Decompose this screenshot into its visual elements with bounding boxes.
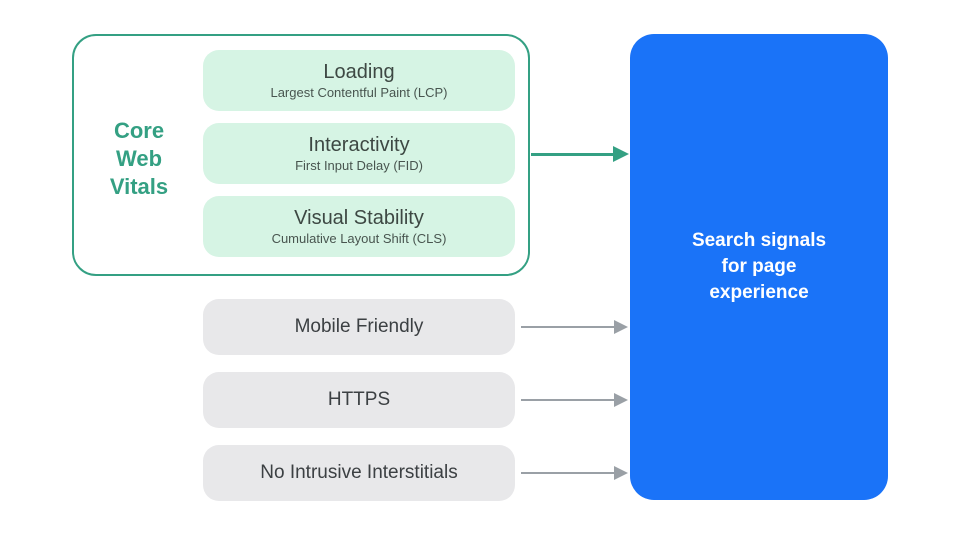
arrow-head — [614, 393, 628, 407]
https-arrow — [521, 393, 629, 407]
arrow-line — [521, 472, 616, 474]
signal-box-https: HTTPS — [203, 372, 515, 428]
signal-box-no-intrusive-interstitials: No Intrusive Interstitials — [203, 445, 515, 501]
vital-title: Interactivity — [308, 134, 410, 156]
arrow-head — [613, 146, 629, 162]
signal-label: Mobile Friendly — [294, 316, 424, 337]
arrow-line — [531, 153, 615, 156]
vital-box-loading: Loading Largest Contentful Paint (LCP) — [203, 50, 515, 111]
search-signals-label: Search signals for page experience — [691, 230, 827, 303]
no-intrusive-interstitials-arrow — [521, 466, 629, 480]
arrow-line — [521, 399, 616, 401]
vital-subtitle: Largest Contentful Paint (LCP) — [270, 85, 448, 100]
core-web-vitals-arrow — [531, 146, 629, 162]
search-signals-panel: Search signals for page experience — [630, 34, 888, 500]
signal-label: No Intrusive Interstitials — [260, 462, 458, 483]
arrow-head — [614, 466, 628, 480]
mobile-friendly-arrow — [521, 320, 629, 334]
core-web-vitals-list: Loading Largest Contentful Paint (LCP) I… — [203, 50, 515, 257]
arrow-line — [521, 326, 616, 328]
signal-box-mobile-friendly: Mobile Friendly — [203, 299, 515, 355]
other-signals-list: Mobile Friendly HTTPS No Intrusive Inter… — [203, 299, 515, 501]
vital-box-interactivity: Interactivity First Input Delay (FID) — [203, 123, 515, 184]
vital-subtitle: First Input Delay (FID) — [295, 158, 423, 173]
arrow-head — [614, 320, 628, 334]
signal-label: HTTPS — [327, 389, 391, 410]
vital-title: Visual Stability — [294, 207, 424, 229]
core-web-vitals-label: Core Web Vitals — [109, 118, 169, 199]
vital-box-visual-stability: Visual Stability Cumulative Layout Shift… — [203, 196, 515, 257]
core-web-vitals-group: Core Web Vitals Loading Largest Contentf… — [72, 34, 530, 276]
vital-title: Loading — [323, 61, 395, 83]
vital-subtitle: Cumulative Layout Shift (CLS) — [271, 231, 447, 246]
